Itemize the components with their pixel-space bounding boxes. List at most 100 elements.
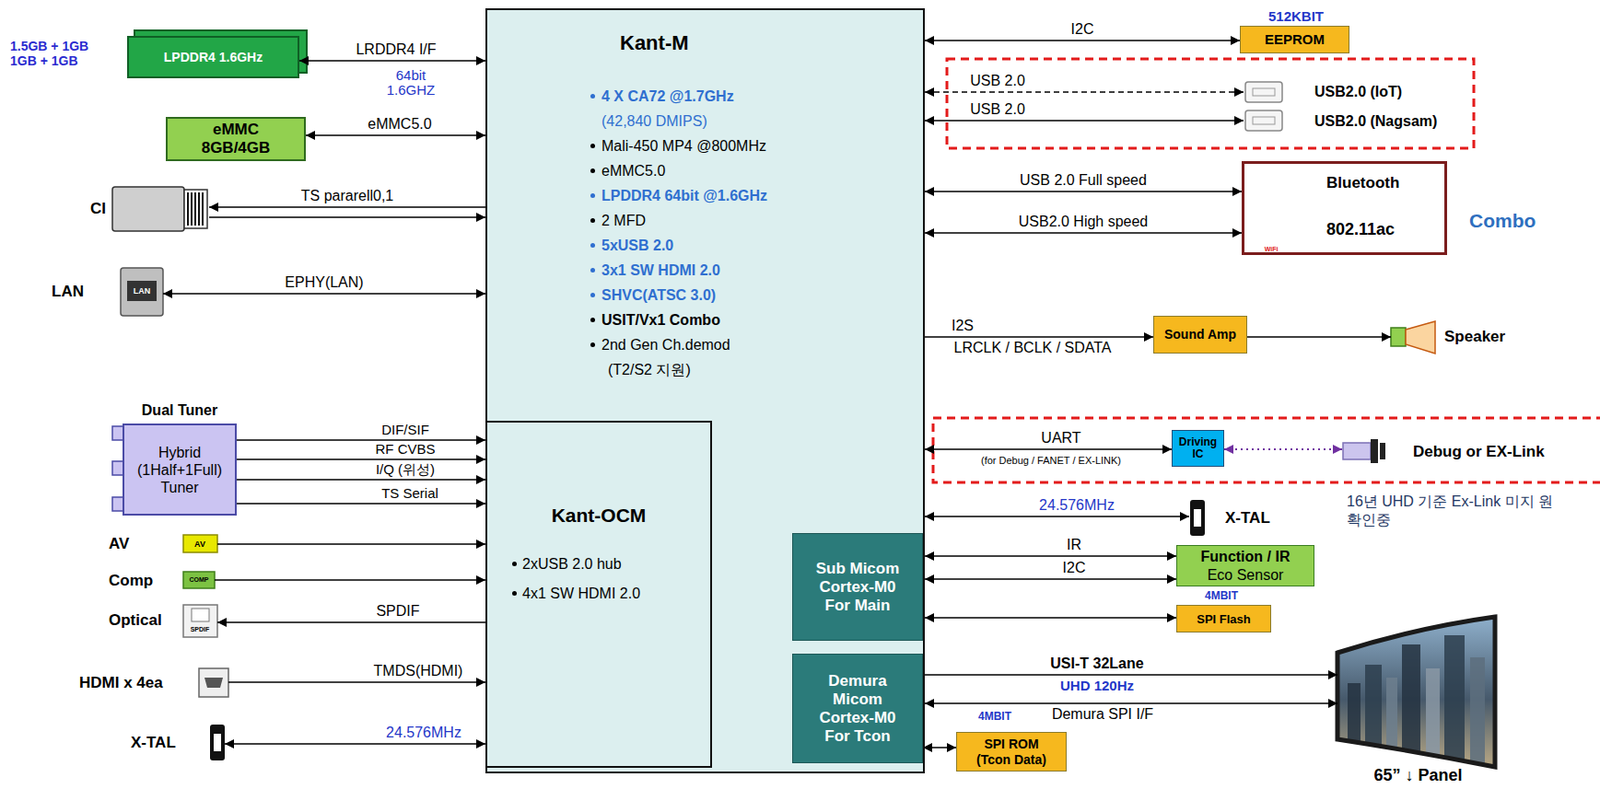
node-text: 2xUSB 2.0 hub: [522, 549, 711, 580]
connector: [209, 206, 486, 209]
node-text: Debug or EX-Link: [1413, 443, 1545, 462]
annotation-label: 512KBIT: [1268, 9, 1324, 24]
label-slot: RF CVBS: [373, 442, 437, 457]
speaker: Speaker: [1390, 321, 1520, 353]
edge-label: USI-T 32Lane: [1048, 655, 1145, 673]
label-slot: 1.6GHZ: [386, 82, 436, 98]
connector: [236, 458, 486, 461]
crystal: X-TAL: [130, 724, 225, 763]
connector: [209, 216, 486, 219]
node-text: 3x1 SW HDMI 2.0: [601, 257, 923, 283]
edge-label: LRDDR4 I/F: [353, 41, 438, 59]
city-building: [1401, 644, 1421, 765]
annotation-label: 4MBIT: [978, 710, 1012, 724]
label-slot: 64bit: [396, 68, 427, 83]
connector: [924, 190, 1242, 193]
annotation-label: LAN: [133, 286, 152, 296]
crystal-icon: [1190, 500, 1205, 537]
label-slot: USB 2.0: [968, 101, 1028, 118]
sound-amp: Sound Amp: [1153, 315, 1248, 354]
node-text: AV: [108, 535, 129, 554]
usb-port-inner: [1252, 116, 1275, 125]
connector: [924, 336, 1154, 339]
connector: [924, 555, 1177, 558]
annotation-label: 1.6GHZ: [386, 82, 436, 98]
node-text: 802.11ac: [1326, 218, 1445, 241]
speaker-cone: [1405, 321, 1436, 354]
connector: [922, 747, 957, 749]
crystal-icon-mark: [1193, 509, 1202, 527]
connector: [299, 59, 486, 62]
city-building: [1470, 657, 1485, 769]
edge-label: USB 2.0: [968, 72, 1028, 90]
node-text: LPDDR4 64bit @1.6GHz: [601, 183, 923, 209]
node-text: SPI Flash: [1196, 612, 1251, 627]
node-text: USB2.0 (Nagsam): [1314, 112, 1437, 131]
tuner-box: Dual TunerHybrid (1Half+1Full) Tuner: [122, 423, 237, 516]
edge-label: Demura SPI I/F: [1050, 706, 1156, 724]
connector: [924, 617, 1177, 619]
node-text: Function / IR: [1201, 548, 1291, 567]
edge-label: I2S: [949, 317, 976, 335]
label-slot: 16년 UHD 기준 Ex-Link 미지 원 확인중: [1346, 492, 1554, 530]
driver-ic: Driving IC: [1171, 430, 1225, 468]
usb-port: USB2.0 (IoT): [1243, 81, 1428, 104]
usb-port-icon: [1245, 110, 1283, 131]
edge-label: EPHY(LAN): [282, 274, 365, 292]
highlight-box: [946, 58, 1474, 149]
annotation-label: AV: [194, 539, 206, 549]
node-text: LPDDR4 1.6GHz: [163, 49, 263, 65]
label-slot: IR: [1064, 537, 1084, 554]
debug-port: Debug or EX-Link: [1342, 438, 1554, 467]
node-text: Mali-450 MP4 @800MHz: [601, 133, 923, 159]
connector: [163, 292, 486, 295]
comp-jack-icon: [183, 572, 215, 589]
micom-block: Sub Micom Cortex-M0 For Main: [792, 533, 923, 642]
node-text: eMMC5.0: [601, 158, 923, 184]
node-text: X-TAL: [1225, 509, 1271, 528]
eeprom-chip: EEPROM: [1239, 25, 1350, 54]
node-text: EEPROM: [1264, 31, 1325, 48]
edge-label: DIF/SIF: [379, 422, 432, 438]
connector: [924, 119, 1244, 122]
connector: [236, 502, 486, 505]
edge-label: TS Serial: [379, 486, 441, 502]
edge-label: I2C: [1061, 560, 1088, 577]
connector: [924, 91, 1244, 94]
label-slot: I2C: [1069, 21, 1097, 38]
ci-card-pins-frame: [184, 189, 208, 229]
ci-slot: CI: [90, 183, 210, 235]
ci-card-pins: [187, 192, 203, 226]
label-slot: I/Q (위성): [373, 462, 437, 478]
crystal-icon-mark: [213, 734, 222, 752]
label-slot: 4MBIT: [978, 710, 1012, 724]
hdmi-input: HDMI x 4ea: [79, 666, 229, 701]
label-slot: 512KBIT: [1268, 9, 1324, 24]
label-slot: 4MBIT: [1204, 589, 1238, 603]
debug-connector-icon: [1343, 443, 1371, 460]
label-slot: COMP: [189, 576, 210, 584]
connector: [1247, 336, 1391, 339]
connector: [305, 134, 486, 137]
tv-panel-city: [1347, 635, 1485, 769]
node-text: Sub Micom Cortex-M0 For Main: [811, 560, 904, 616]
label-slot: Demura SPI I/F: [1050, 706, 1156, 724]
lan-port-inner: [127, 280, 157, 302]
connector: [924, 515, 1190, 518]
crystal-icon: [210, 724, 225, 761]
edge-label: IR: [1064, 537, 1084, 554]
highlight-box: [933, 418, 1600, 483]
soc-block: Kant-M4 X CA72 @1.7GHz(42,840 DMIPS)Mali…: [485, 8, 925, 774]
connector: [924, 674, 1338, 677]
node-text: 4 X CA72 @1.7GHz: [601, 83, 923, 109]
edge-label: TMDS(HDMI): [372, 663, 466, 680]
connector: [224, 743, 486, 746]
node-text: USB2.0 (IoT): [1314, 82, 1402, 102]
label-slot: AV: [194, 539, 206, 549]
label-slot: LAN: [133, 286, 152, 296]
node-text: 2 MFD: [601, 208, 923, 234]
node-text: Bluetooth: [1326, 172, 1445, 195]
hdmi-jack-icon: [198, 668, 229, 698]
label-slot: 24.576MHz: [384, 724, 464, 742]
label-slot: WiFi: [1264, 245, 1279, 254]
